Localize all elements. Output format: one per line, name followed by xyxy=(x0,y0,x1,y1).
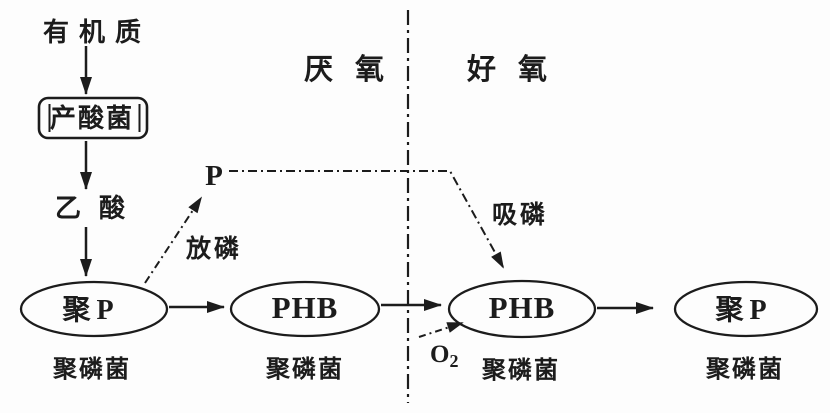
acid-bacteria-box xyxy=(37,96,149,140)
release-phosphorus-arrow xyxy=(144,196,203,284)
oxygen-subscript: 2 xyxy=(449,351,458,371)
pao-caption-1: 聚磷菌 xyxy=(52,356,131,383)
oxygen-arrow xyxy=(418,322,464,338)
phb-anaerobic-label: PHB xyxy=(272,290,339,325)
poly-p-right-label: 聚P xyxy=(714,295,772,326)
phb-aerobic-label: PHB xyxy=(489,290,556,325)
zone-label-anaerobic: 厌氧 xyxy=(304,53,406,86)
phb-anaerobic-ellipse xyxy=(229,280,381,338)
poly-p-left-ellipse xyxy=(19,280,169,338)
phb-aerobic-ellipse xyxy=(447,279,597,339)
oxygen-symbol: O xyxy=(430,341,449,368)
pao-caption-3: 聚磷菌 xyxy=(481,357,560,384)
acetic-acid-label: 乙酸 xyxy=(55,194,143,223)
organic-matter-label: 有机质 xyxy=(43,18,151,47)
phosphorus-transfer-path xyxy=(229,170,504,269)
poly-p-right-ellipse xyxy=(673,280,819,338)
zone-label-aerobic: 好氧 xyxy=(466,53,569,86)
uptake-phosphorus-label: 吸磷 xyxy=(492,201,548,229)
release-phosphorus-label: 放磷 xyxy=(185,234,242,263)
phosphorus-label: P xyxy=(205,160,223,192)
pao-caption-4: 聚磷菌 xyxy=(705,356,784,383)
acid-bacteria-label: 产酸菌 xyxy=(50,104,134,133)
pao-caption-2: 聚磷菌 xyxy=(265,356,344,383)
poly-p-left-label: 聚P xyxy=(61,295,119,326)
oxygen-label: O2 xyxy=(430,341,458,371)
